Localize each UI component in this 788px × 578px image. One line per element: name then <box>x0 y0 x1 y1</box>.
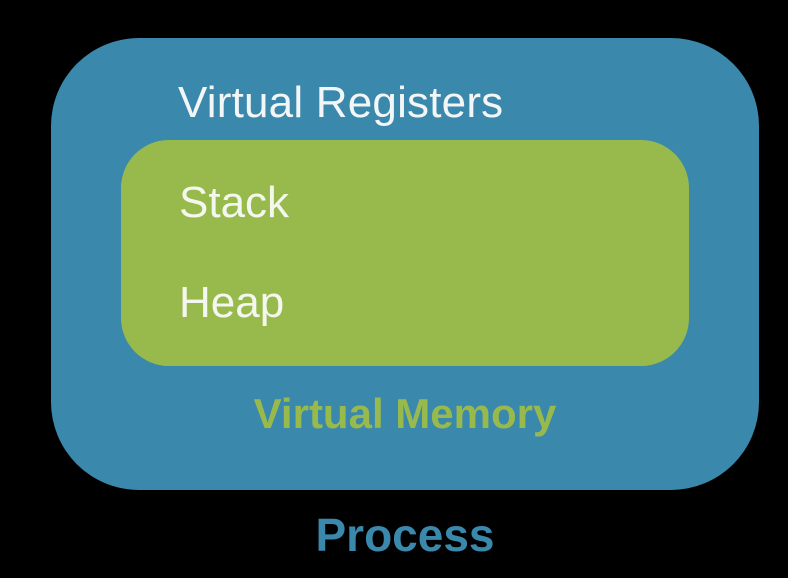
virtual-memory-caption: Virtual Memory <box>253 390 557 437</box>
virtual-registers-label: Virtual Registers <box>178 78 504 127</box>
heap-label: Heap <box>179 278 285 327</box>
stack-label: Stack <box>179 178 290 227</box>
process-caption: Process <box>315 509 495 561</box>
virtual-memory-container <box>121 140 689 366</box>
